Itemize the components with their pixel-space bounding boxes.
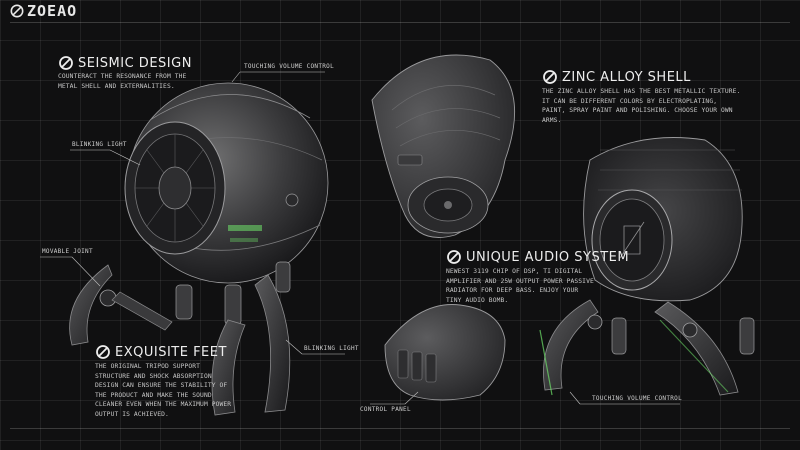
frame-bottom-line xyxy=(10,428,790,429)
audio-title: UNIQUE AUDIO SYSTEM xyxy=(466,249,630,265)
zinc-shell-half xyxy=(371,54,516,238)
seismic-heading: SEISMIC DESIGN xyxy=(58,55,192,71)
leader-touching-volume-bottom-tick xyxy=(569,391,581,405)
feet-description: THE ORIGINAL TRIPOD SUPPORT STRUCTURE AN… xyxy=(95,363,232,418)
feet-title: EXQUISITE FEET xyxy=(115,344,227,360)
callout-touching-volume-bottom: TOUCHING VOLUME CONTROL xyxy=(592,395,682,402)
zinc-heading: ZINC ALLOY SHELL xyxy=(542,69,691,85)
brand-logo: ZOEAO xyxy=(10,2,77,20)
leader-blinking-light-left-tick xyxy=(109,149,141,166)
slashed-circle-icon xyxy=(447,250,461,264)
zinc-title: ZINC ALLOY SHELL xyxy=(562,69,691,85)
separated-legs xyxy=(539,299,755,396)
zinc-description: THE ZINC ALLOY SHELL HAS THE BEST METALL… xyxy=(542,88,741,124)
tripod-legs xyxy=(69,261,291,416)
zoeao-logo-icon xyxy=(10,4,24,18)
seismic-description: COUNTERACT THE RESONANCE FROM THE METAL … xyxy=(58,73,187,90)
callout-blinking-light-left: BLINKING LIGHT xyxy=(72,141,127,148)
audio-heading: UNIQUE AUDIO SYSTEM xyxy=(446,249,629,265)
leader-movable-joint-tick xyxy=(71,256,101,287)
speaker-driver-unit xyxy=(583,137,743,302)
speaker-sphere xyxy=(124,82,329,284)
leader-blinking-light-bottom-tick xyxy=(285,339,303,355)
frame-top-line xyxy=(10,22,790,23)
leader-touching-volume-top-tick xyxy=(231,71,241,83)
brand-name: ZOEAO xyxy=(27,2,78,20)
callout-blinking-light-bottom: BLINKING LIGHT xyxy=(304,345,359,352)
slashed-circle-icon xyxy=(59,56,73,70)
callout-movable-joint: MOVABLE JOINT xyxy=(42,248,93,255)
seismic-title: SEISMIC DESIGN xyxy=(78,55,192,71)
feet-heading: EXQUISITE FEET xyxy=(95,344,227,360)
slashed-circle-icon xyxy=(96,345,110,359)
callout-touching-volume-top: TOUCHING VOLUME CONTROL xyxy=(244,63,334,70)
callout-control-panel: CONTROL PANEL xyxy=(360,406,411,413)
audio-description: NEWEST 3119 CHIP OF DSP, TI DIGITAL AMPL… xyxy=(446,268,594,304)
slashed-circle-icon xyxy=(543,70,557,84)
leader-control-panel-tick xyxy=(404,391,419,405)
control-panel-piece xyxy=(384,304,506,401)
